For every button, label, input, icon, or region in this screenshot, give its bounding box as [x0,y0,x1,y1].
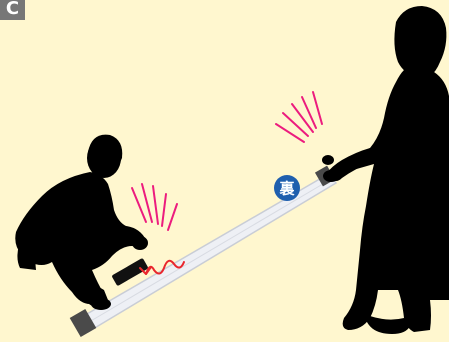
standing-person-silhouette [322,6,449,334]
badge-label: 裏 [278,180,295,198]
crouching-person-silhouette [15,135,148,310]
badge: 裏 [274,175,300,201]
emphasis-lines-icon [132,184,177,230]
emphasis-lines-icon [276,92,322,142]
